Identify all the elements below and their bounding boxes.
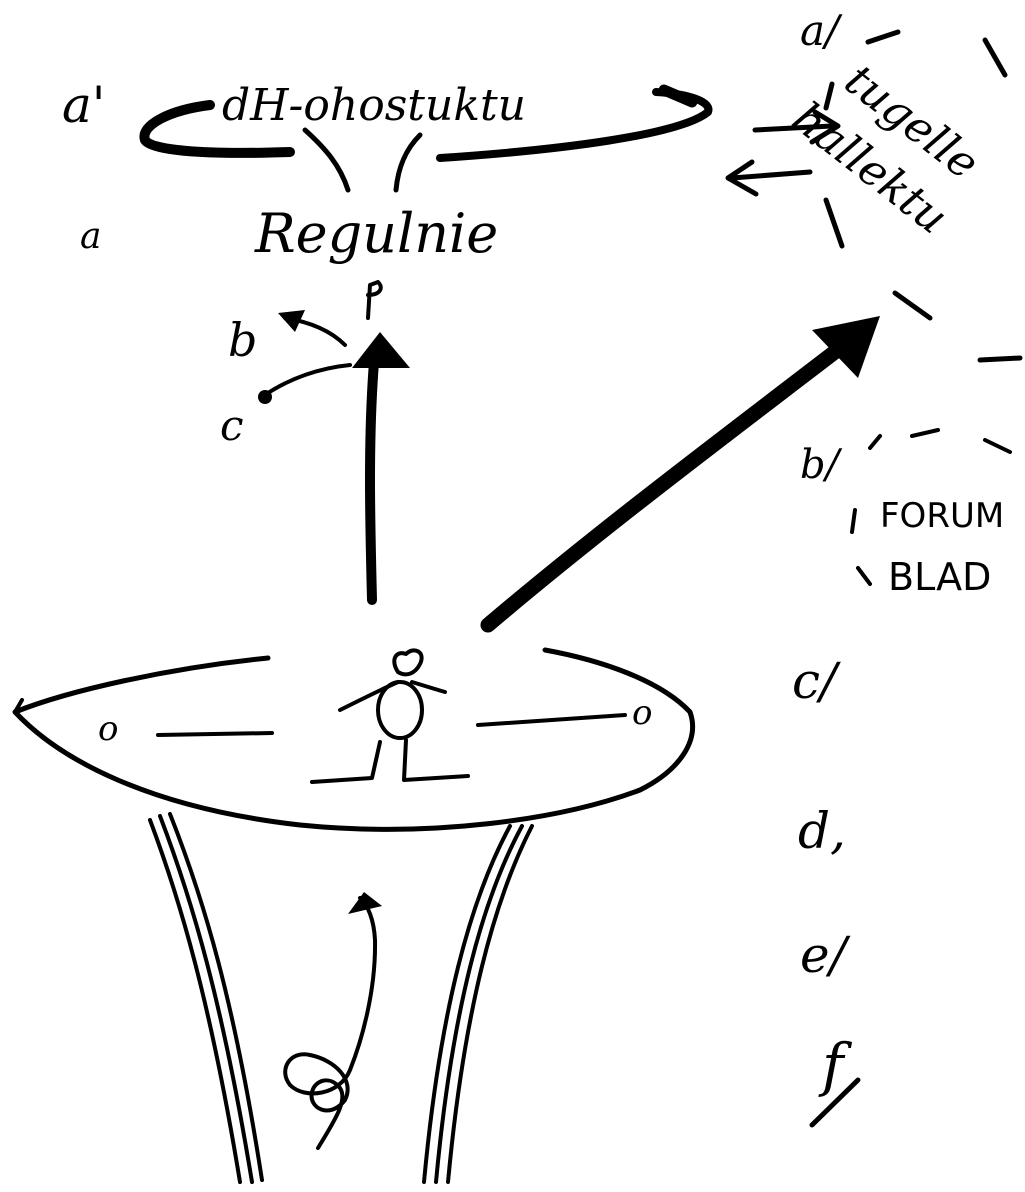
label-c: c [220, 401, 244, 450]
right-item-c-marker: c/ [792, 652, 841, 710]
right-item-b-marker: b/ [800, 442, 843, 488]
right-item-a-marker: a/ [800, 6, 843, 55]
platform-right-node: o [632, 693, 652, 733]
arrow-to-c-head [258, 390, 272, 404]
structure-text: dH-ohostuktu [222, 80, 526, 131]
platform-left-node: o [98, 709, 118, 749]
regulation-text: Regulnie [254, 202, 498, 265]
right-item-b-line2: BLAD [888, 555, 991, 599]
label-b: b [228, 313, 257, 367]
right-item-e-marker: e/ [800, 926, 851, 984]
label-a: a [80, 216, 101, 257]
right-item-d-marker: d, [798, 802, 846, 860]
right-item-b-line1: FORUM [880, 496, 1004, 536]
label-a-prime: a' [62, 76, 106, 134]
platform-line-left [158, 733, 272, 735]
main-arrow-up [370, 362, 374, 600]
